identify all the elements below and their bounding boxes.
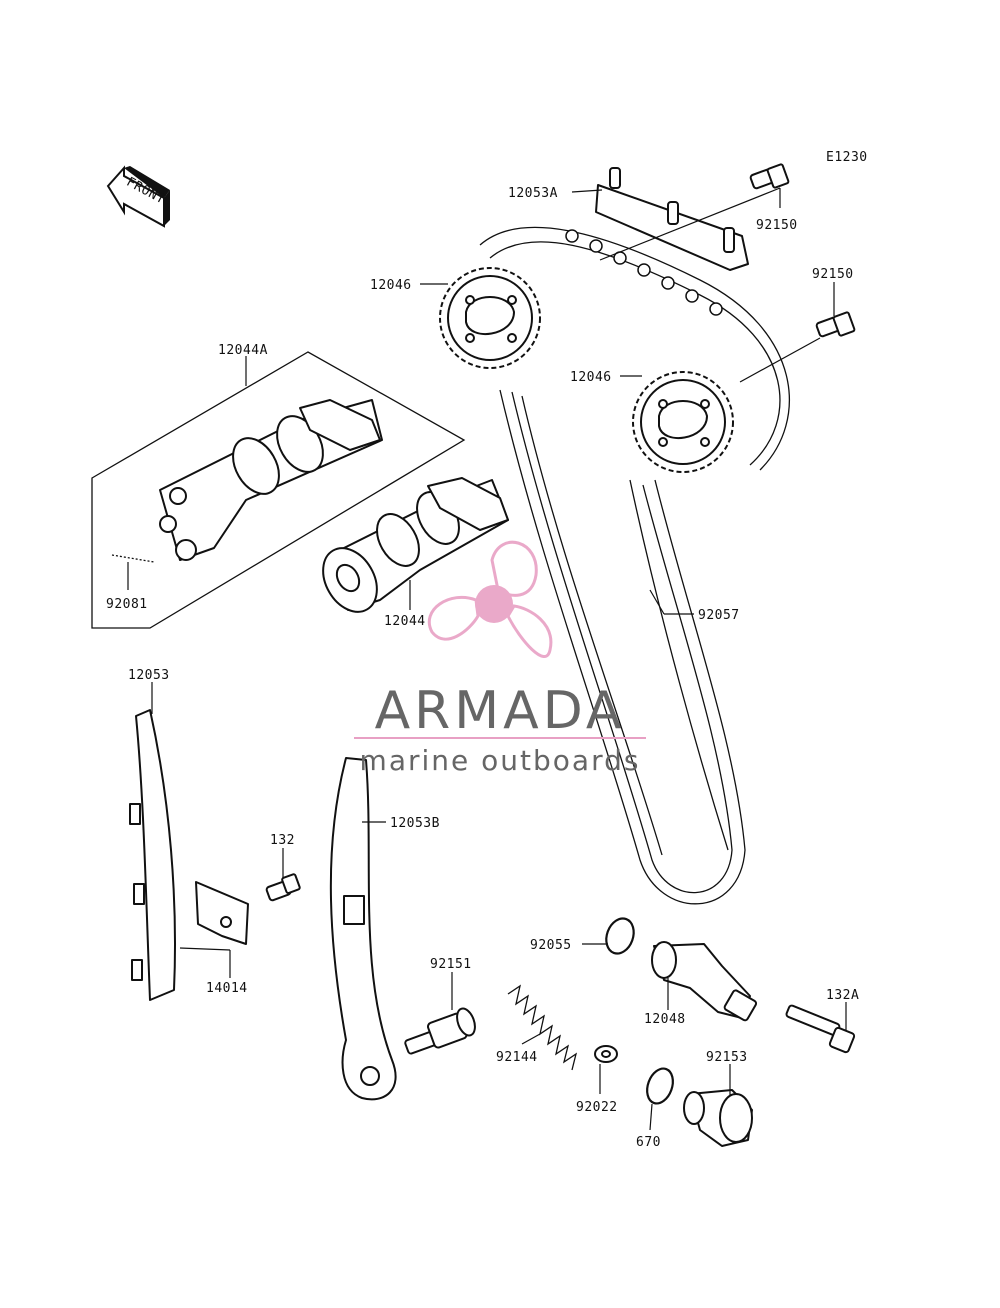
label-92144: 92144 — [496, 1050, 538, 1065]
tensioner-12048 — [651, 941, 758, 1022]
sprocket-12046-lower — [632, 371, 734, 473]
label-92057: 92057 — [698, 608, 740, 623]
washer-92022 — [594, 1045, 618, 1063]
label-92150-mid: 92150 — [812, 267, 854, 282]
label-92022: 92022 — [576, 1100, 618, 1115]
oring-670 — [646, 1067, 674, 1105]
armada-watermark: ARMADA marine outboards — [354, 540, 646, 777]
watermark-tagline: marine outboards — [360, 744, 641, 777]
diagram-code: E1230 — [826, 150, 868, 165]
watermark-brand: ARMADA — [375, 681, 626, 741]
bolt-92150-top — [749, 163, 790, 190]
label-12053: 12053 — [128, 668, 170, 683]
label-132: 132 — [270, 833, 295, 848]
camshaft-12044A-assembly — [91, 351, 466, 629]
label-670: 670 — [636, 1135, 661, 1150]
plate-14014 — [195, 881, 249, 945]
chain-guide-12053 — [129, 709, 176, 1001]
label-12048: 12048 — [644, 1012, 686, 1027]
label-92055: 92055 — [530, 938, 572, 953]
label-92150-top: 92150 — [756, 218, 798, 233]
top-chain-guide — [595, 167, 749, 271]
propeller-logo-icon — [427, 540, 553, 658]
sprocket-12046-upper — [439, 267, 541, 369]
bolt-132 — [265, 873, 301, 902]
plug-bolt-92153 — [683, 1089, 753, 1147]
part-labels: 12053A 92150 92150 12046 12046 12044A 92… — [106, 186, 859, 1150]
label-12053A: 12053A — [508, 186, 558, 201]
label-92081: 92081 — [106, 597, 148, 612]
label-12053B: 12053B — [390, 816, 440, 831]
label-12046-lower: 12046 — [570, 370, 612, 385]
chain-guide-12053B — [329, 757, 397, 1101]
bolt-92150-mid — [815, 311, 856, 338]
label-12046-upper: 12046 — [370, 278, 412, 293]
label-14014: 14014 — [206, 981, 248, 996]
bolt-132A — [785, 1004, 856, 1054]
label-12044: 12044 — [384, 614, 426, 629]
label-92153: 92153 — [706, 1050, 748, 1065]
label-132A: 132A — [826, 988, 859, 1003]
front-arrow-icon: FRONT — [106, 165, 170, 228]
pin-92151 — [404, 1007, 476, 1055]
cam-chain — [479, 226, 790, 905]
camshaft-12044 — [322, 477, 509, 613]
label-92151: 92151 — [430, 957, 472, 972]
leader-lines — [127, 187, 847, 1131]
oring-92055 — [605, 917, 635, 955]
label-12044A: 12044A — [218, 343, 268, 358]
